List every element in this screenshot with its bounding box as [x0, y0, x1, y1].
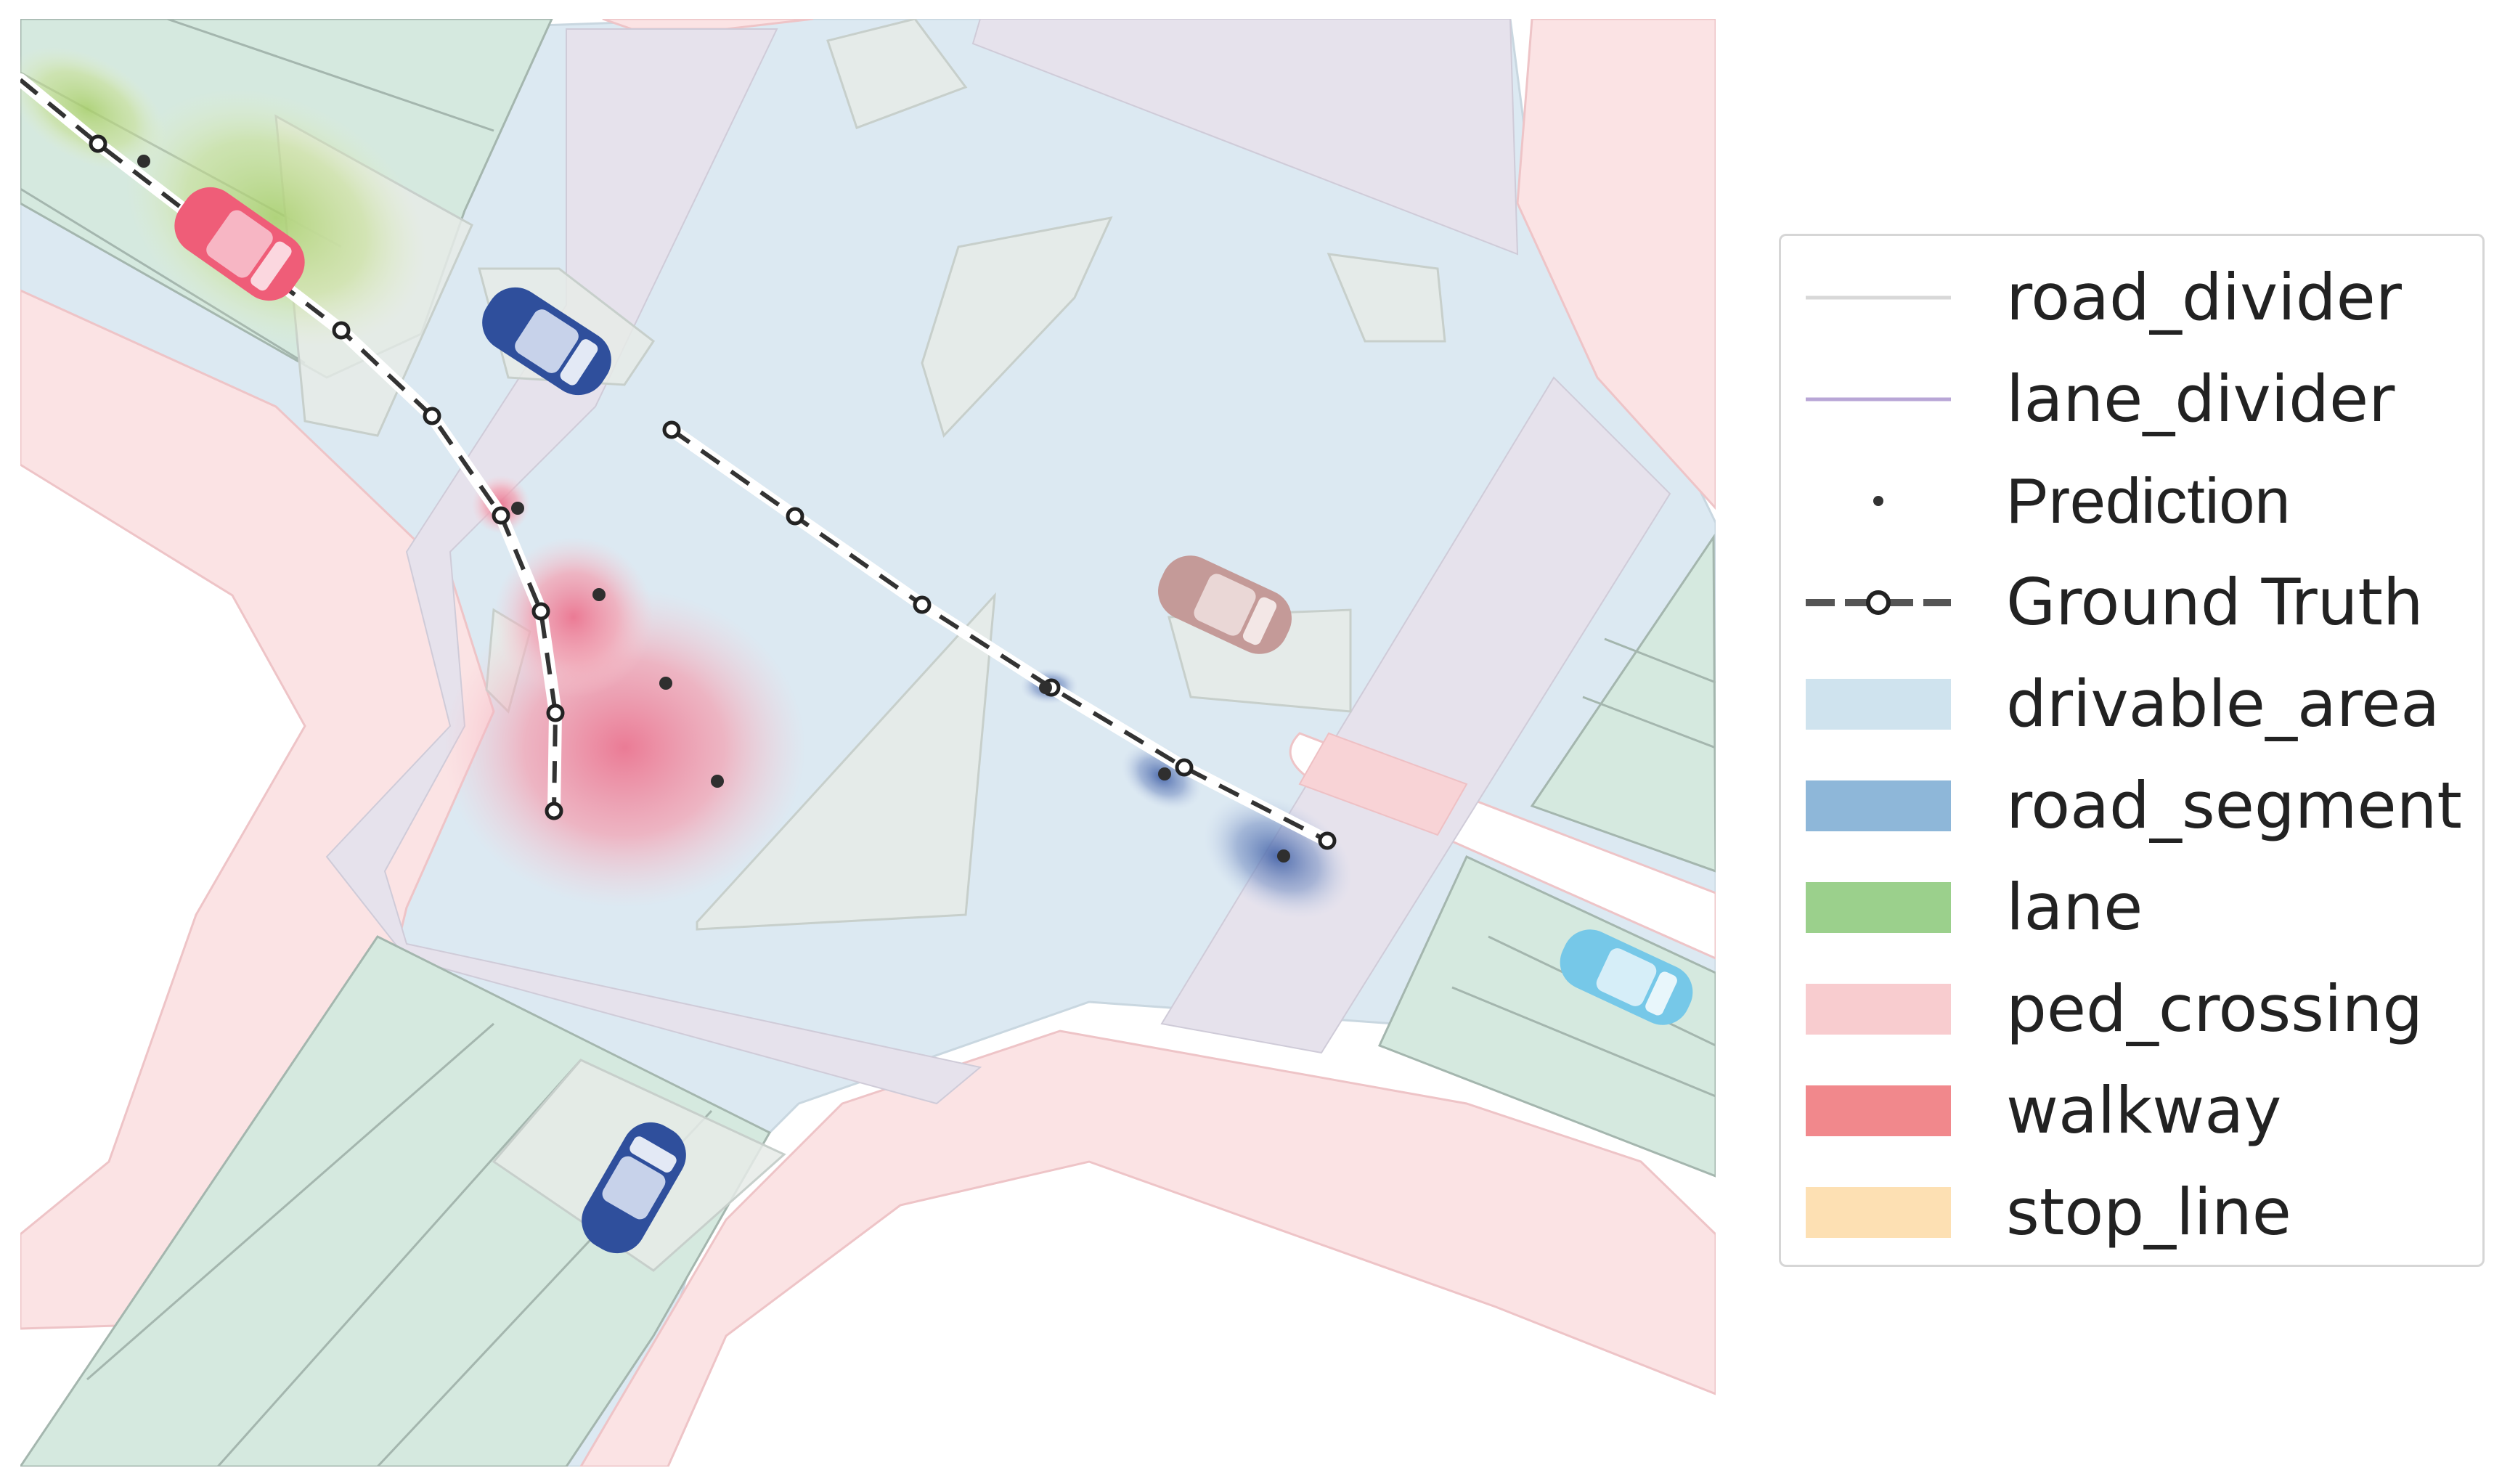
legend-item-road-segment: road_segment	[1781, 755, 2482, 857]
road-divider-line-icon	[1806, 295, 1951, 300]
walkway-top-right	[1516, 19, 1716, 510]
ped-crossing-top	[971, 19, 1519, 256]
blue-car-2	[582, 1122, 686, 1254]
lane-right	[1377, 855, 1716, 1178]
map-canvas	[20, 19, 1716, 1467]
legend-item-drivable-area: drivable_area	[1781, 653, 2482, 755]
brown-car	[1158, 555, 1292, 654]
map-layers	[20, 19, 1716, 1467]
walkway-bottom	[579, 1030, 1716, 1467]
ped-crossing-left	[325, 28, 982, 1105]
lane-right-top	[1530, 534, 1716, 873]
prediction-dot-icon	[1873, 496, 1883, 506]
lane-divider-line-icon	[1806, 397, 1951, 401]
legend-label: Ground Truth	[2006, 565, 2424, 640]
legend-item-lane-divider: lane_divider	[1781, 348, 2482, 450]
legend-label: Prediction	[2006, 465, 2291, 537]
legend-label: stop_line	[2006, 1175, 2291, 1249]
cyan-car	[1560, 929, 1693, 1025]
road-segment-patch-icon	[1806, 780, 1951, 831]
ground-truth-markers	[89, 134, 1337, 850]
blue-car	[482, 287, 611, 396]
legend-label: walkway	[2006, 1073, 2282, 1148]
legend-label: ped_crossing	[2006, 971, 2424, 1046]
prediction-dots	[137, 155, 1290, 863]
legend-item-road-divider: road_divider	[1781, 247, 2482, 348]
lane-patch-icon	[1806, 882, 1951, 933]
legend: road_divider lane_divider Prediction Gro…	[1779, 234, 2485, 1267]
drivable-area-patch-icon	[1806, 679, 1951, 730]
legend-label: road_divider	[2006, 260, 2402, 335]
walkway-patch-icon	[1806, 1085, 1951, 1136]
ground-truth-paths	[20, 73, 1334, 847]
legend-item-prediction: Prediction	[1781, 450, 2482, 552]
prediction-heatmaps	[20, 46, 1353, 919]
red-car	[174, 187, 305, 301]
legend-item-lane: lane	[1781, 857, 2482, 958]
legend-item-walkway: walkway	[1781, 1060, 2482, 1162]
legend-item-ped-crossing: ped_crossing	[1781, 958, 2482, 1060]
legend-label: lane_divider	[2006, 362, 2395, 436]
legend-item-ground-truth: Ground Truth	[1781, 552, 2482, 653]
ped-crossing-patch-icon	[1806, 984, 1951, 1035]
legend-item-stop-line: stop_line	[1781, 1162, 2482, 1263]
ped-crossing-red	[1298, 732, 1468, 836]
legend-label: lane	[2006, 870, 2143, 945]
walkway-left	[20, 289, 495, 1330]
stop-line-patch-icon	[1806, 1187, 1951, 1238]
legend-label: drivable_area	[2006, 666, 2440, 741]
legend-label: road_segment	[2006, 768, 2462, 843]
ground-truth-line-icon	[1806, 590, 1951, 615]
